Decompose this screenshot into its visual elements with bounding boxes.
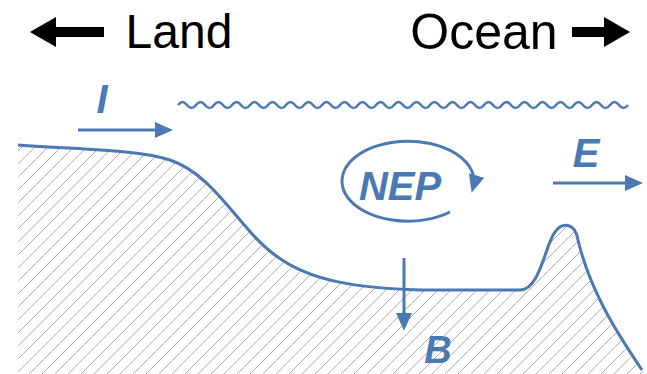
input-label: I	[96, 79, 107, 119]
land-label: Land	[126, 8, 233, 56]
seabed-line	[18, 145, 642, 370]
ocean-label: Ocean	[410, 7, 557, 57]
burial-arrow	[403, 258, 406, 326]
ground-hatching	[18, 145, 647, 374]
land-arrow	[30, 17, 104, 47]
nep-label: NEP	[359, 166, 441, 206]
burial-label: B	[424, 331, 451, 369]
ocean-arrow	[572, 17, 630, 47]
export-label: E	[573, 133, 600, 173]
sea-surface	[178, 102, 628, 108]
input-arrow	[78, 129, 168, 132]
nep-cycle	[342, 141, 474, 221]
export-arrow	[553, 182, 638, 185]
